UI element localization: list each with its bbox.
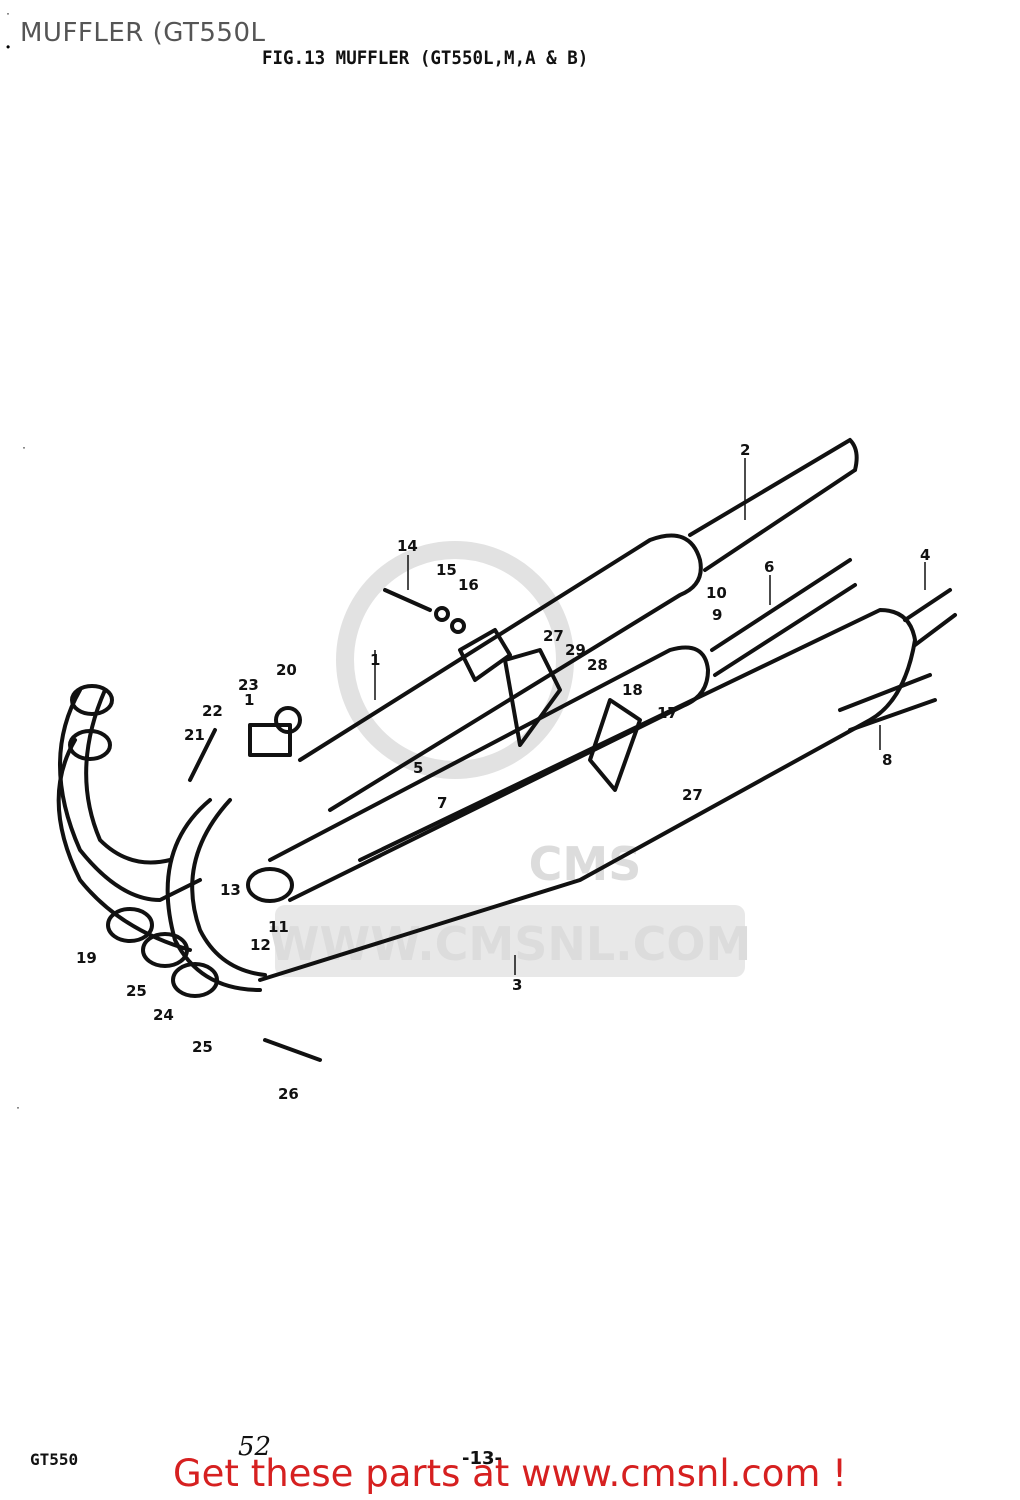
- callout-12: 12: [250, 936, 271, 954]
- tailpipe-6: [710, 558, 857, 677]
- cms-watermark: WWW.CMSNL.COM CMS: [269, 541, 752, 977]
- spring-26: [263, 1038, 322, 1062]
- figure-heading: FIG.13 MUFFLER (GT550L,M,A & B): [262, 47, 589, 69]
- callout-24: 24: [153, 1006, 174, 1024]
- nut-16: [450, 618, 466, 634]
- mount-plate: [458, 628, 512, 682]
- watermark-url: WWW.CMSNL.COM: [269, 917, 752, 971]
- callout-25b: 25: [192, 1038, 213, 1056]
- callout-11: 11: [268, 918, 289, 936]
- exhaust-pipe-3-inner: [190, 798, 267, 977]
- pipe-flange: [70, 684, 114, 716]
- tailpipe-4: [903, 588, 957, 647]
- callout-18: 18: [622, 681, 643, 699]
- leader-lines: [374, 458, 926, 975]
- callout-22: 22: [202, 702, 223, 720]
- callout-5: 5: [413, 759, 423, 777]
- callout-10: 10: [706, 584, 727, 602]
- callout-26: 26: [278, 1085, 299, 1103]
- pipe-gasket: [106, 907, 154, 943]
- callout-16: 16: [458, 576, 479, 594]
- pipe-flange: [68, 729, 112, 761]
- watermark-brand: CMS: [529, 837, 642, 891]
- bracket-18: [588, 698, 642, 792]
- footer-handwritten-number: 52: [238, 1432, 272, 1462]
- exhaust-pipe-3: [165, 798, 262, 992]
- callout-labels: 1 2 3 4 5 6 7 8 9 10 11 12 13 14 15 16 1…: [76, 441, 930, 1103]
- washer-15: [434, 606, 450, 622]
- bolt-21: [188, 728, 217, 782]
- pipe-gasket: [171, 962, 219, 998]
- tailpipe-8: [838, 673, 937, 732]
- muffler-upper: [298, 533, 703, 812]
- footer-page-number: -13-: [462, 1448, 502, 1469]
- callout-27b: 27: [682, 786, 703, 804]
- callout-2: 2: [740, 441, 750, 459]
- watermark-logo-ring: [336, 541, 574, 779]
- parts-link[interactable]: Get these parts at www.cmsnl.com !: [172, 1452, 847, 1495]
- callout-21: 21: [184, 726, 205, 744]
- callout-29: 29: [565, 641, 586, 659]
- bolt-14: [383, 588, 432, 612]
- callout-1: 1: [370, 651, 380, 669]
- callout-6: 6: [764, 558, 774, 576]
- muffler-assembly: [56, 438, 957, 1062]
- clamp-23: [248, 723, 292, 757]
- pipe-joint: [246, 867, 294, 903]
- callout-19: 19: [76, 949, 97, 967]
- callout-13: 13: [220, 881, 241, 899]
- scan-speck: •: [6, 40, 11, 54]
- callout-4: 4: [920, 546, 930, 564]
- callout-14: 14: [397, 537, 418, 555]
- callout-23: 23: [238, 676, 259, 694]
- pipe-gasket: [141, 932, 189, 968]
- callout-7: 7: [437, 794, 447, 812]
- page-title: MUFFLER (GT550L: [20, 18, 266, 48]
- tailpipe-2: [688, 438, 859, 572]
- callout-28: 28: [587, 656, 608, 674]
- callout-20: 20: [276, 661, 297, 679]
- callout-15: 15: [436, 561, 457, 579]
- callout-3: 3: [512, 976, 522, 994]
- callout-27: 27: [543, 627, 564, 645]
- scan-speck: ·: [22, 440, 26, 454]
- bracket-27: [503, 648, 562, 747]
- callout-25: 25: [126, 982, 147, 1000]
- scan-speck: ·: [6, 6, 10, 20]
- watermark-banner: [275, 905, 745, 977]
- callout-17: 17: [657, 704, 678, 722]
- exhaust-pipe-left: [58, 688, 202, 902]
- scan-speck: ·: [16, 1100, 20, 1114]
- callout-8: 8: [882, 751, 892, 769]
- footer-model-code: GT550: [30, 1450, 79, 1469]
- callout-9: 9: [712, 606, 722, 624]
- exhaust-pipe-left-inner: [84, 688, 172, 865]
- callout-1b: 1: [244, 691, 254, 709]
